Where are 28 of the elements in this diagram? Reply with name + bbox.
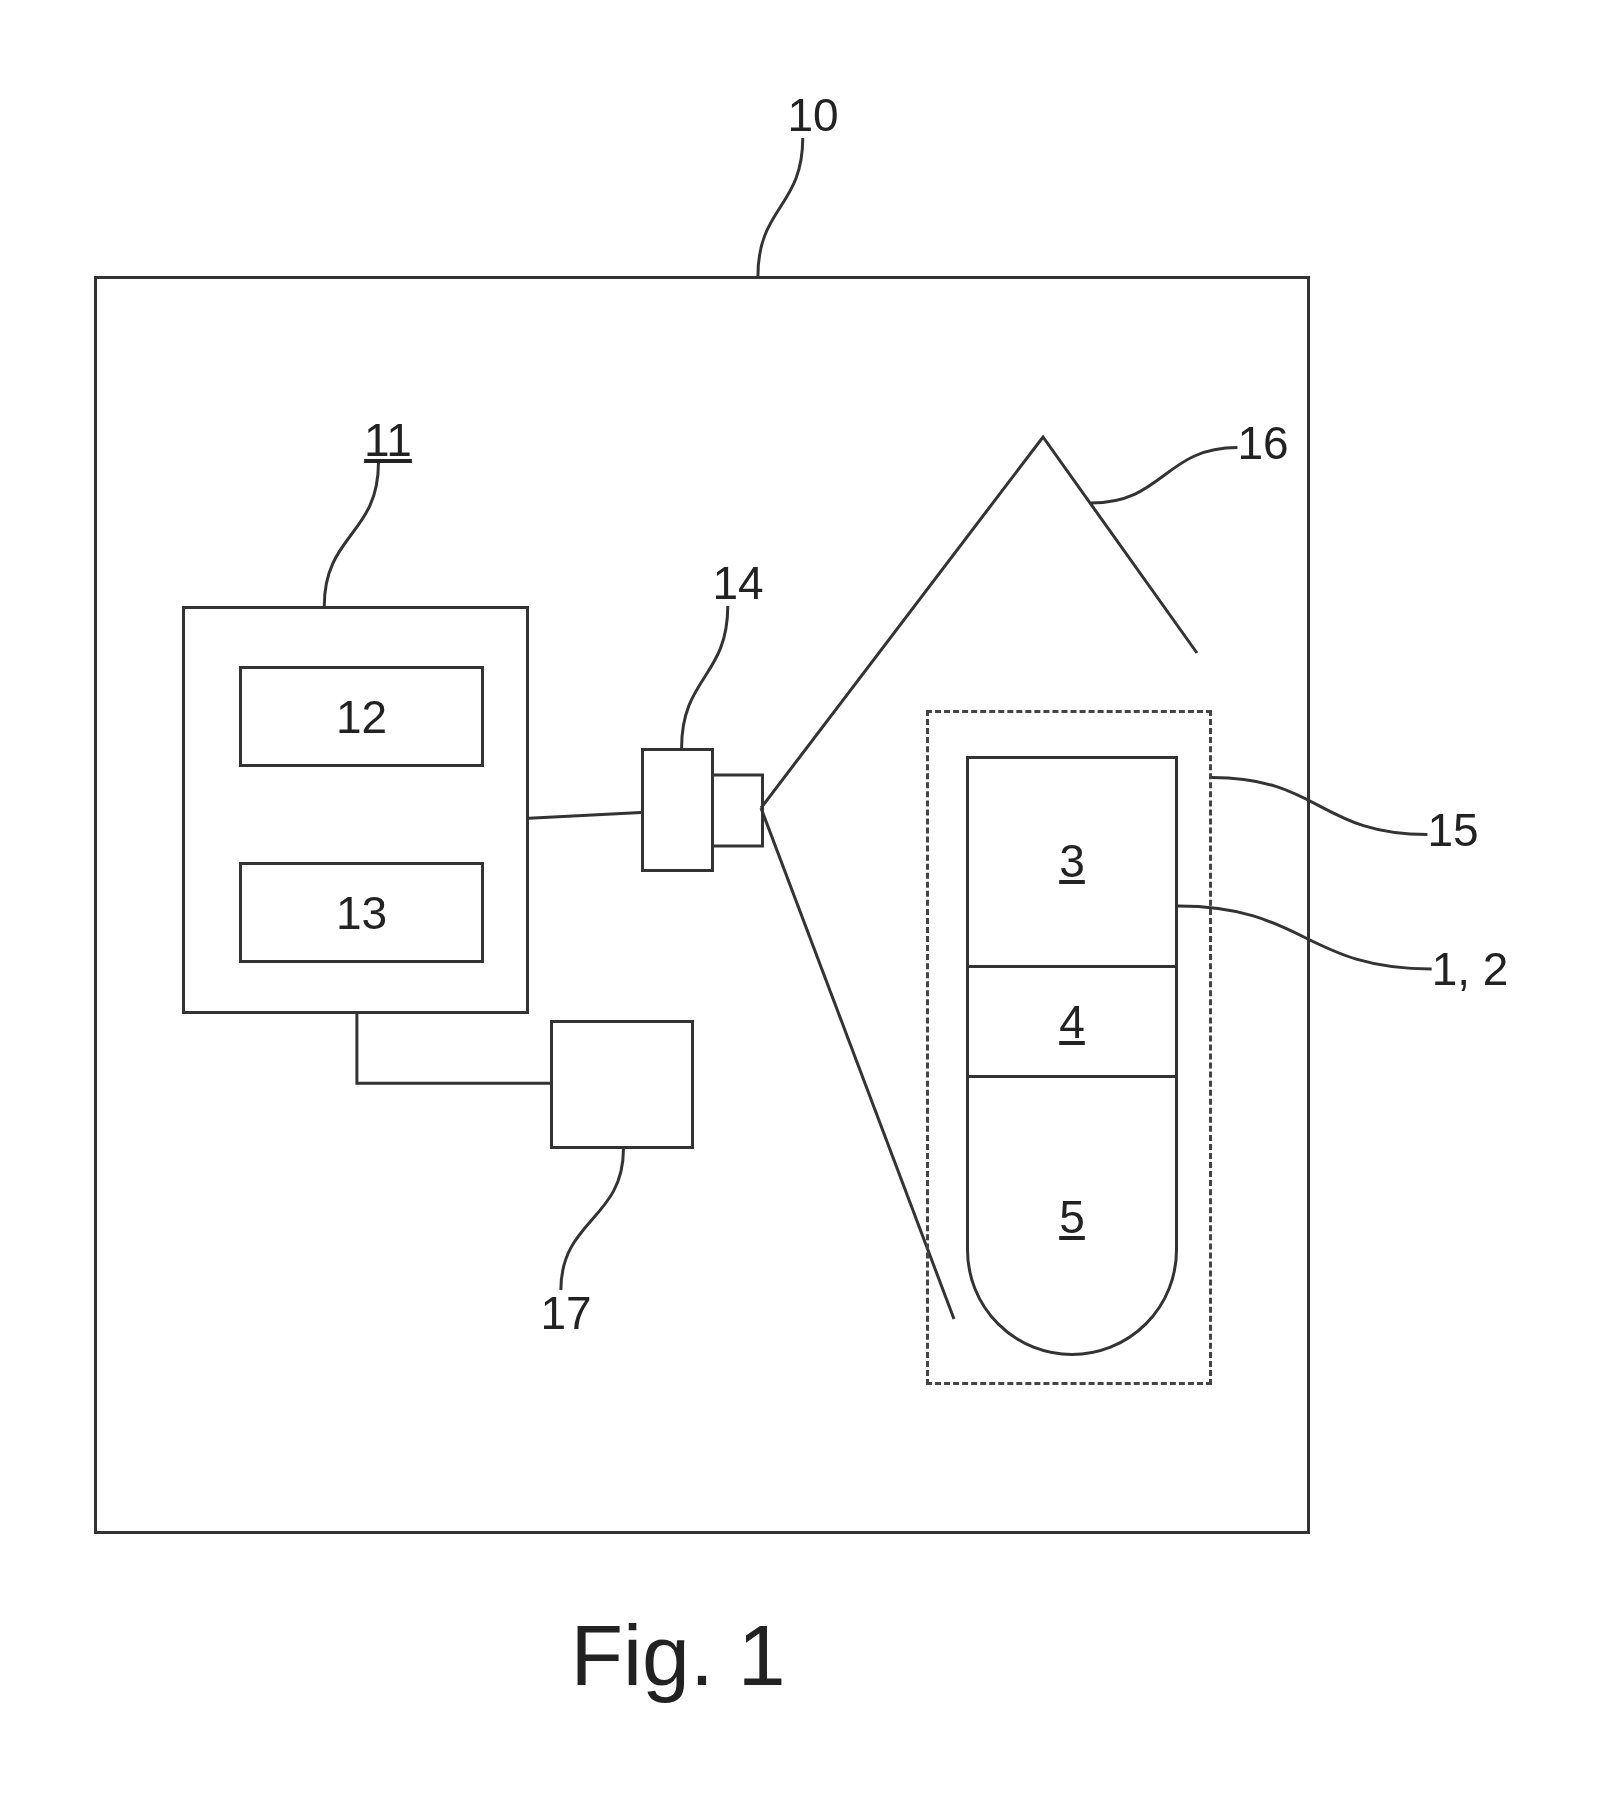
leader-line xyxy=(322,462,380,607)
tube-section: 5 xyxy=(966,1078,1178,1356)
reference-numeral: 14 xyxy=(712,560,764,606)
leader-line xyxy=(756,137,805,277)
reference-numeral: 15 xyxy=(1427,807,1479,853)
reference-numeral: 1, 2 xyxy=(1431,946,1509,992)
reference-numeral: 17 xyxy=(540,1290,592,1336)
unit-box xyxy=(182,606,529,1014)
leader-line xyxy=(1211,776,1428,837)
tube-section: 4 xyxy=(966,965,1178,1078)
leader-line xyxy=(680,605,730,749)
reference-numeral: 11 xyxy=(364,417,412,463)
connecting-line xyxy=(355,1014,550,1085)
camera-drawing xyxy=(641,748,764,872)
unit-box xyxy=(550,1020,694,1149)
reference-numeral: 10 xyxy=(787,92,839,138)
outer-frame xyxy=(94,276,1310,1534)
figure-caption: Fig. 1 xyxy=(570,1605,786,1705)
tube-section: 3 xyxy=(966,756,1178,965)
leader-line xyxy=(559,1148,625,1291)
unit-box: 12 xyxy=(239,666,484,767)
dashed-enclosure xyxy=(926,710,1212,1385)
leader-line xyxy=(1177,904,1432,971)
unit-box: 13 xyxy=(239,862,484,963)
sample-tube xyxy=(966,756,1178,1356)
connecting-line xyxy=(528,811,642,820)
leader-line xyxy=(1090,446,1238,505)
reference-numeral: 16 xyxy=(1237,420,1289,466)
